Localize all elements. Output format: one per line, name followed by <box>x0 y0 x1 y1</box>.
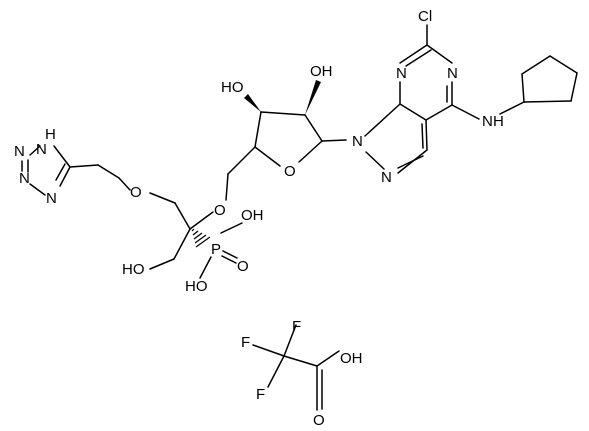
atom-cl: Cl <box>418 8 432 25</box>
atom-oh-acid: OH <box>340 350 363 367</box>
atom-o-ring: O <box>284 163 296 180</box>
pyrazolopyrimidine-bonds <box>364 24 525 174</box>
atom-oh-phosphonate-top: OH <box>241 207 264 224</box>
atom-n-tetrazole-2: N <box>19 170 30 187</box>
tetrazole-bonds <box>21 145 176 204</box>
tfa-atom-labels: F F F OH O <box>241 318 363 429</box>
atom-n-pyrimidine-right: N <box>447 65 458 82</box>
atom-h-amine: H <box>493 113 504 130</box>
atom-ho-hydroxymethyl: HO <box>122 261 145 278</box>
atom-f-bottom: F <box>256 386 265 403</box>
atom-o-ether-5prime: O <box>214 202 226 219</box>
atom-o-ether-tetrazole: O <box>130 184 142 201</box>
atom-n-tetrazole-nh: N <box>36 141 47 158</box>
atom-oh-ring-right: OH <box>310 63 333 80</box>
tfa-bonds <box>252 324 340 411</box>
cyclopentyl-ring <box>521 55 578 103</box>
atom-n-pyrazole-2: N <box>381 169 392 186</box>
atom-p: P <box>211 241 221 258</box>
atom-n-pyrazole-1: N <box>352 133 363 150</box>
structure-atom-labels: Cl N N N N N H HO OH O O OH P O HO HO O … <box>14 8 504 295</box>
furanose-ring-bonds <box>225 80 347 201</box>
atom-n-pyrimidine-top: N <box>396 65 407 82</box>
atom-ho-phosphonate-bottom: HO <box>185 278 208 295</box>
atom-f-left: F <box>241 334 250 351</box>
atom-f-top: F <box>292 318 301 335</box>
atom-ho-ring-left: HO <box>221 79 244 96</box>
atom-nh-amine: N <box>482 113 493 130</box>
phosphonate-bonds <box>149 202 243 279</box>
atom-h-tetrazole: H <box>45 126 56 143</box>
atom-n-tetrazole-1: N <box>14 143 25 160</box>
atom-o-phosphoryl: O <box>237 258 249 275</box>
atom-o-carbonyl: O <box>313 412 325 429</box>
atom-n-tetrazole-3: N <box>46 190 57 207</box>
